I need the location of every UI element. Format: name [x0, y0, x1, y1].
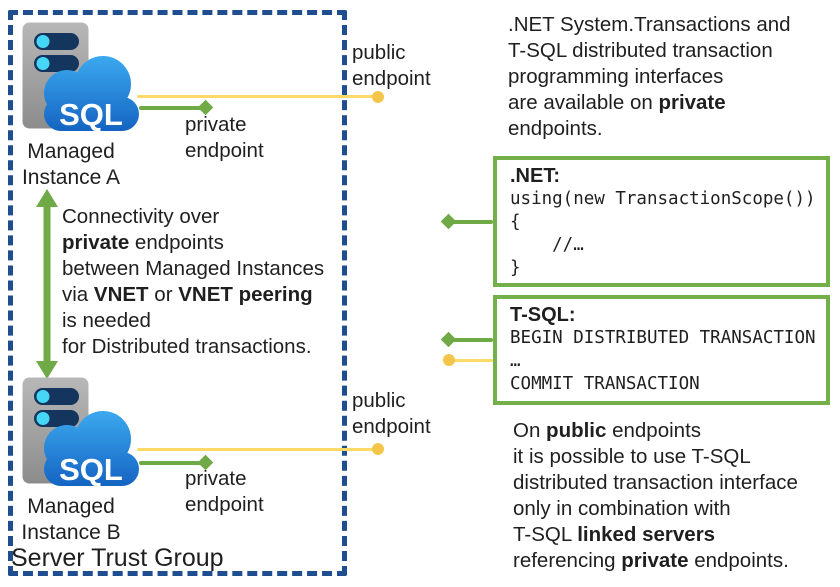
- text-line: T-SQL distributed transaction: [508, 39, 773, 62]
- label-line: endpoint: [352, 415, 431, 438]
- sql-cloud-label: SQL: [59, 452, 123, 487]
- managed-instance-a-label: Managed Instance A: [0, 139, 146, 191]
- text-line: only in combination with: [513, 497, 731, 520]
- dotnet-private-connector: [450, 220, 493, 224]
- label-line: public: [352, 41, 406, 64]
- dotnet-code-title: .NET:: [510, 165, 560, 187]
- public-endpoint-label-a: public endpoint: [352, 40, 431, 92]
- public-endpoint-line-b: [137, 448, 375, 451]
- private-endpoint-arrow-a: [139, 106, 203, 110]
- sql-cloud-label: SQL: [59, 97, 123, 132]
- sql-cloud-icon: SQL: [44, 411, 139, 487]
- text-line: it is possible to use T-SQL: [513, 445, 751, 468]
- text-line: is needed: [62, 309, 151, 332]
- sql-cloud-icon: SQL: [44, 56, 139, 132]
- tsql-public-connector-dot: [443, 354, 455, 366]
- private-endpoint-label-a: private endpoint: [185, 112, 264, 164]
- public-endpoint-label-b: public endpoint: [352, 388, 431, 440]
- code-line: COMMIT TRANSACTION: [510, 374, 700, 394]
- public-endpoint-line-a: [137, 95, 375, 98]
- label-line: endpoint: [185, 493, 264, 516]
- connectivity-note: Connectivity over private endpoints betwee…: [62, 204, 324, 360]
- dotnet-private-connector-arrowhead: [440, 213, 457, 230]
- tsql-private-connector-arrowhead: [440, 331, 457, 348]
- label-line: endpoint: [352, 67, 431, 90]
- label-line: Instance B: [21, 521, 121, 544]
- tsql-private-connector: [450, 338, 493, 342]
- code-line: BEGIN DISTRIBUTED TRANSACTION: [510, 328, 816, 348]
- text-line: .NET System.Transactions and: [508, 13, 791, 36]
- text-line: T-SQL linked servers: [513, 523, 716, 546]
- server-trust-group-label: Server Trust Group: [11, 544, 224, 572]
- text-line: via VNET or VNET peering: [62, 283, 313, 306]
- text-line: are available on private: [508, 91, 726, 114]
- label-line: endpoint: [185, 139, 264, 162]
- code-line: …: [510, 351, 521, 371]
- code-line: //…: [510, 235, 584, 255]
- sql-managed-instance-b-icon: SQL: [22, 377, 139, 487]
- text-line: for Distributed transactions.: [62, 335, 312, 358]
- code-line: using(new TransactionScope()): [510, 189, 816, 209]
- label-line: Managed: [27, 495, 115, 518]
- label-line: Instance A: [21, 166, 121, 189]
- code-line: {: [510, 212, 521, 232]
- label-line: public: [352, 389, 406, 412]
- text-line: referencing private endpoints.: [513, 549, 789, 572]
- public-endpoint-dot-b: [372, 443, 384, 455]
- public-endpoint-dot-a: [372, 91, 384, 103]
- private-endpoint-arrow-b: [139, 461, 203, 465]
- private-endpoint-label-b: private endpoint: [185, 466, 264, 518]
- text-line: programming interfaces: [508, 65, 724, 88]
- text-line: Connectivity over: [62, 205, 220, 228]
- code-line: }: [510, 258, 521, 278]
- sql-managed-instance-a-icon: SQL: [22, 22, 139, 132]
- tsql-public-connector: [452, 359, 493, 362]
- text-line: On public endpoints: [513, 419, 702, 442]
- tsql-code-box: T-SQL: BEGIN DISTRIBUTED TRANSACTION … C…: [493, 295, 830, 405]
- text-line: distributed transaction interface: [513, 471, 798, 494]
- vnet-connectivity-double-arrow: [36, 189, 58, 379]
- text-line: private endpoints: [62, 231, 224, 254]
- label-line: Managed: [27, 140, 115, 163]
- tsql-code-title: T-SQL:: [510, 304, 576, 326]
- text-line: endpoints.: [508, 117, 603, 140]
- text-line: between Managed Instances: [62, 257, 325, 280]
- public-endpoints-note: On public endpoints it is possible to use…: [513, 418, 798, 574]
- dotnet-code-box: .NET: using(new TransactionScope()) { //…: [493, 156, 830, 287]
- label-line: private: [185, 467, 247, 490]
- managed-instance-b-label: Managed Instance B: [0, 494, 146, 546]
- server-trust-group-border: [8, 10, 347, 576]
- label-line: private: [185, 113, 247, 136]
